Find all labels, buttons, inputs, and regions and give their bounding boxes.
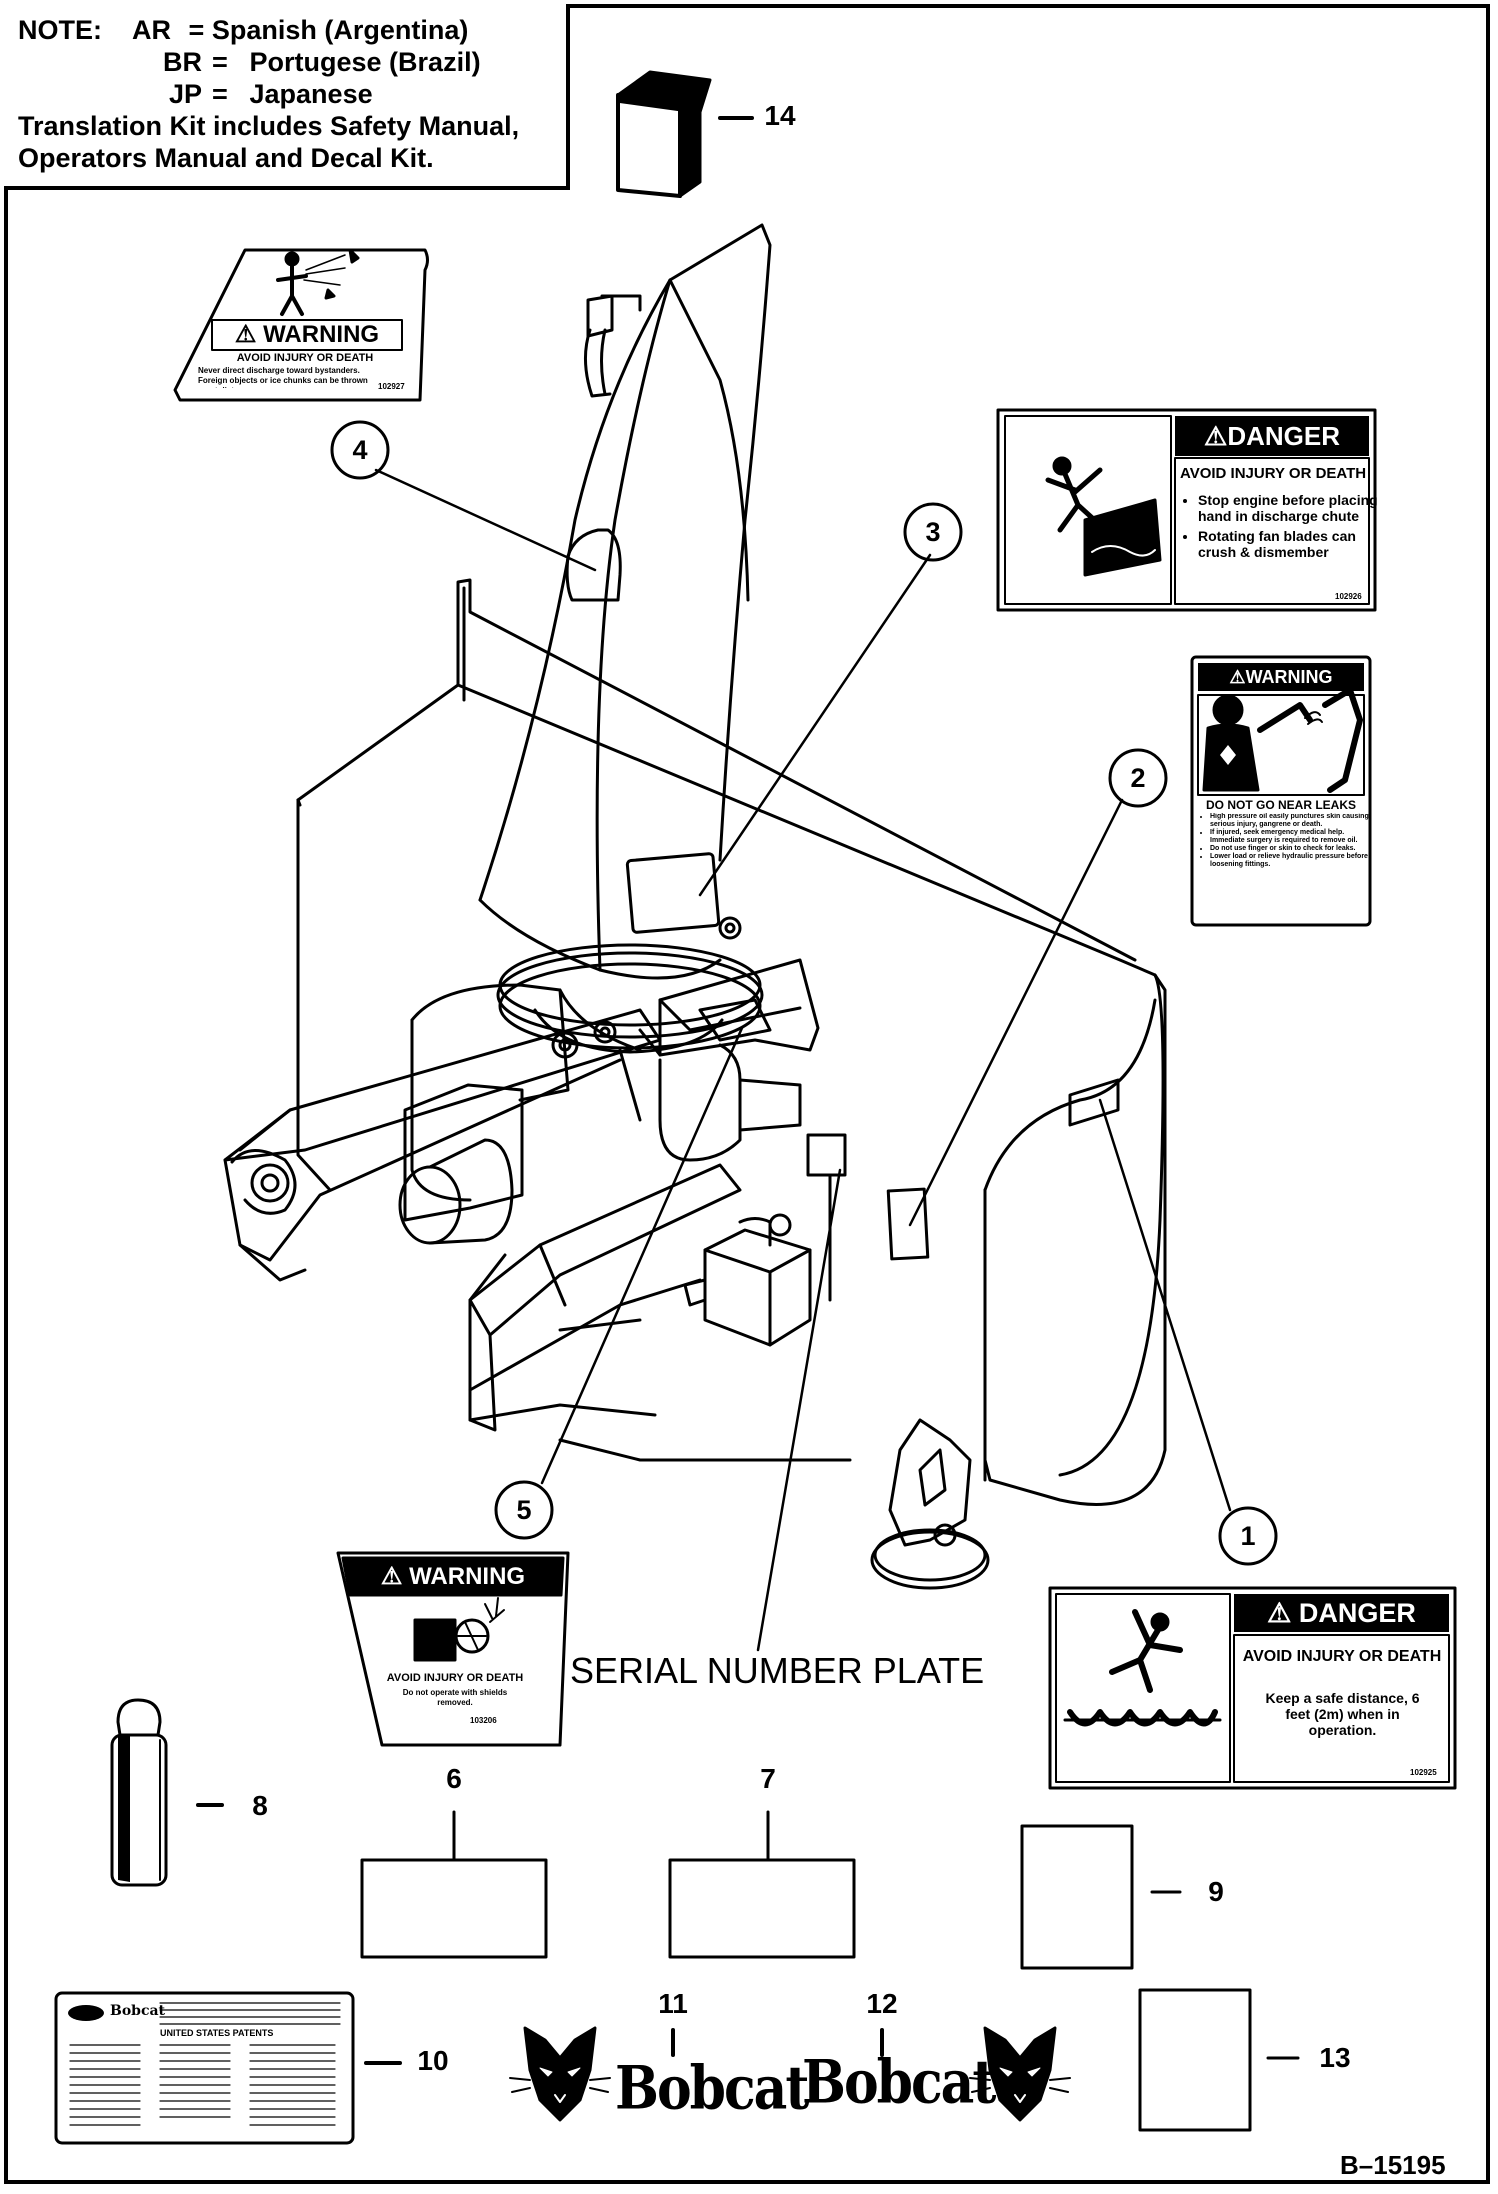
callout-2: 2: [1130, 763, 1146, 793]
note-equals: =: [212, 47, 228, 77]
decal-2-bullets: High pressure oil easily punctures skin …: [1200, 813, 1370, 917]
decal-3-subheader: AVOID INJURY OR DEATH: [1180, 465, 1367, 482]
note-language: Japanese: [249, 79, 373, 109]
decal-3-header-text: DANGER: [1227, 421, 1340, 451]
note-line: Translation Kit includes Safety Manual,: [18, 111, 520, 141]
part-number-6: 6: [446, 1763, 462, 1794]
decal-2-bullet: Lower load or relieve hydraulic pressure…: [1210, 853, 1370, 869]
decal-2-header-text: WARNING: [1245, 667, 1333, 687]
decal-1-part-no: 102925: [1410, 1768, 1437, 1777]
bobcat-wordmark-11: Bobcat: [615, 2053, 809, 2124]
note-equals: =: [212, 79, 228, 109]
bobcat-head-logo-icon: [509, 2026, 611, 2122]
warning-triangle-icon: ⚠: [1229, 667, 1246, 687]
decal-2-bullet: Do not use finger or skin to check for l…: [1210, 845, 1370, 853]
snowblower-line-art: [223, 223, 1167, 1590]
decal-3-bullet: Stop engine before placing hand in disch…: [1198, 492, 1378, 524]
warning-triangle-icon: ⚠: [1204, 421, 1228, 451]
part-number-7: 7: [760, 1763, 776, 1794]
serial-number-plate-label: SERIAL NUMBER PLATE: [570, 1650, 985, 1691]
note-code: JP: [168, 79, 202, 109]
decal-4-header: ⚠ WARNING: [212, 320, 402, 350]
note-language: Portugese (Brazil): [249, 47, 481, 77]
note-language: Spanish (Argentina): [211, 15, 469, 45]
part-number-9: 9: [1208, 1876, 1224, 1907]
page-border: [4, 4, 1490, 2184]
note-line: Operators Manual and Decal Kit.: [18, 143, 434, 173]
callout-1: 1: [1240, 1521, 1256, 1551]
callout-circles: [330, 420, 1278, 1566]
callout-4: 4: [352, 435, 368, 465]
decal-4-warning-triangle: [173, 248, 429, 402]
decal-1-subheader: AVOID INJURY OR DEATH: [1242, 1648, 1442, 1665]
bobcat-wordmark-12: Bobcat: [802, 2047, 996, 2118]
decal-4-part-no: 102927: [378, 382, 405, 391]
decal-3-part-no: 102926: [1335, 592, 1362, 601]
decal-2-warning: [1190, 655, 1372, 927]
note-title: NOTE:: [18, 15, 102, 45]
decal-10-brand: Bobcat: [110, 2003, 166, 2019]
warning-triangle-icon: ⚠: [380, 1563, 403, 1590]
decal-2-bullet: High pressure oil easily punctures skin …: [1210, 813, 1370, 829]
decal-4-subheader: AVOID INJURY OR DEATH: [236, 352, 374, 364]
note-equals: =: [188, 15, 205, 45]
decal-3-bullets: Stop engine before placing hand in disch…: [1182, 492, 1378, 560]
note-code: AR: [132, 15, 171, 45]
decal-5-header: ⚠ WARNING: [343, 1562, 563, 1592]
decal-4-text: Never direct discharge toward bystanders…: [198, 366, 368, 388]
decal-3-bullet: Rotating fan blades can crush & dismembe…: [1198, 528, 1378, 560]
part-number-10: 10: [417, 2045, 449, 2076]
figure-id: B–15195: [1340, 2150, 1446, 2180]
part-number-13: 13: [1319, 2042, 1351, 2073]
warning-triangle-icon: ⚠: [234, 321, 257, 348]
part-number-12: 12: [866, 1988, 898, 2019]
part-number-11: 11: [658, 1988, 688, 2019]
decal-1-header: ⚠ DANGER: [1234, 1596, 1449, 1630]
part-number-8: 8: [252, 1790, 268, 1821]
blank-decals: [360, 1810, 1300, 2132]
decal-1-text: Keep a safe distance, 6 feet (2m) when i…: [1265, 1690, 1420, 1738]
decal-1-header-text: DANGER: [1298, 1598, 1416, 1628]
decal-2-header: ⚠WARNING: [1198, 664, 1364, 690]
decal-5-subheader: AVOID INJURY OR DEATH: [386, 1672, 524, 1684]
callout-5: 5: [516, 1495, 532, 1525]
decal-5-part-no: 103206: [470, 1716, 497, 1725]
decal-5-text: Do not operate with shields removed.: [402, 1688, 508, 1707]
translation-kit-box-icon: [616, 70, 754, 198]
note-code: BR: [163, 47, 202, 77]
translation-note: NOTE:AR = Spanish (Argentina) BR= Portug…: [4, 4, 570, 190]
decal-4-header-text: WARNING: [263, 321, 380, 348]
callout-3: 3: [925, 517, 941, 547]
paint-can-icon: [110, 1698, 224, 1887]
bobcat-head-logo-icon: [969, 2026, 1071, 2122]
patent-decal-10: [54, 1991, 402, 2145]
decal-2-bullet: If injured, seek emergency medical help.…: [1210, 829, 1370, 845]
part-number-14: 14: [764, 100, 796, 131]
warning-triangle-icon: ⚠: [1267, 1598, 1292, 1628]
decal-3-danger: [996, 408, 1377, 612]
decal-5-warning: [336, 1551, 570, 1747]
decal-1-danger: [1048, 1586, 1457, 1790]
decal-3-header: ⚠DANGER: [1175, 418, 1369, 454]
decal-10-heading: UNITED STATES PATENTS: [160, 2028, 274, 2038]
decal-5-header-text: WARNING: [409, 1563, 526, 1590]
leader-lines: [374, 468, 1232, 1652]
decal-2-subheader: DO NOT GO NEAR LEAKS: [1205, 798, 1356, 812]
